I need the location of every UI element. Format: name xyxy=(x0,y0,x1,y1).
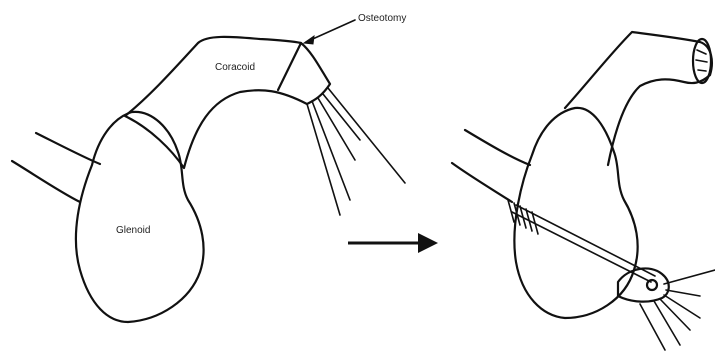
coracoid-tendon-fibers xyxy=(307,88,405,215)
right-strand-upper xyxy=(465,130,530,165)
left-panel: Coracoid Glenoid Osteotomy xyxy=(12,13,406,322)
screw-threads xyxy=(508,200,538,234)
osteotomy-pointer-arrow xyxy=(304,20,355,44)
left-strand-upper xyxy=(36,133,100,164)
coracoid-shape xyxy=(125,37,330,168)
transition-arrow xyxy=(348,233,438,253)
coracoid-stump xyxy=(565,32,712,165)
right-panel xyxy=(452,32,715,350)
cut-face-texture xyxy=(696,50,707,71)
transferred-coracoid-graft xyxy=(618,268,669,301)
right-strand-lower xyxy=(452,163,512,202)
left-strand-lower xyxy=(12,161,80,202)
coracoid-label: Coracoid xyxy=(215,62,255,73)
osteotomy-cut-line xyxy=(278,43,301,90)
osteotomy-label: Osteotomy xyxy=(358,13,406,24)
glenoid-shape xyxy=(76,112,204,322)
glenoid-label: Glenoid xyxy=(116,225,150,236)
